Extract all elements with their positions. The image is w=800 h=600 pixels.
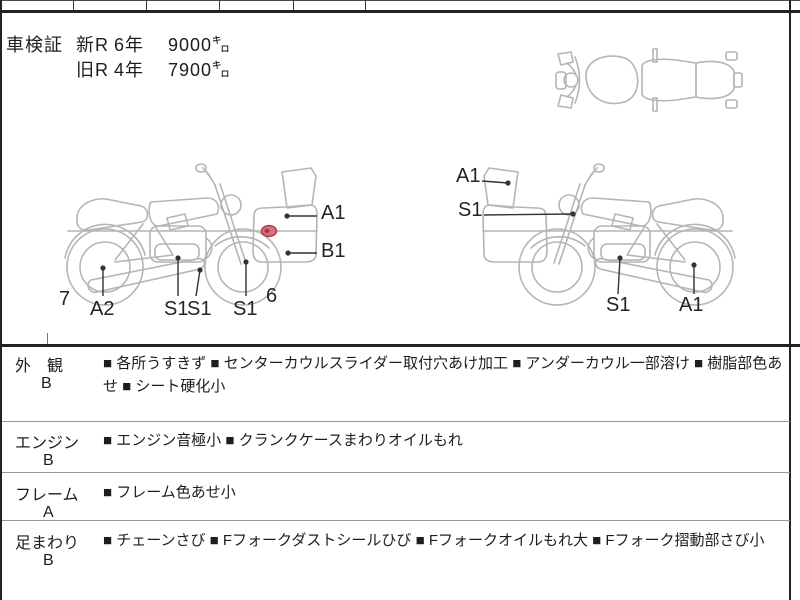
row-label-engine: エンジン (15, 435, 80, 452)
top-column-divider (293, 0, 294, 11)
cert-year-new: 6年 (114, 35, 145, 55)
red-damage-marker-icon (260, 224, 278, 238)
cert-year-old: 4年 (114, 60, 145, 80)
top-column-divider (73, 0, 74, 11)
diagram-left-a2-label: A2 (90, 298, 115, 320)
grade-undercarriage: B (43, 552, 54, 569)
diagram-left-a1-label: A1 (321, 202, 346, 224)
stray-column-tick (47, 333, 48, 345)
cert-era-new: 新R (76, 35, 109, 55)
top-column-divider (146, 0, 147, 11)
diagram-left-number-7: 7 (59, 288, 71, 310)
row-label-frame: フレーム (15, 487, 79, 504)
row-separator (2, 472, 790, 473)
grade-engine: B (43, 452, 54, 469)
diagram-left-s1-front-label: S1 (233, 298, 258, 320)
condition-table-top-line (0, 344, 800, 347)
diagram-left-b1-label: B1 (321, 240, 346, 262)
row-label-exterior: 外 観 (15, 358, 64, 375)
cert-mileage-old: 7900㌔ (168, 60, 232, 80)
row-label-undercarriage: 足まわり (15, 535, 80, 552)
sheet-left-border (0, 0, 2, 600)
diagram-left-number-6: 6 (266, 285, 278, 307)
notes-exterior-line1: ■ 各所うすきず ■ センターカウルスライダー取付穴あけ加工 ■ アンダーカウル… (103, 355, 783, 372)
diagram-left-s1-exhaust-label: S1 (187, 298, 212, 320)
sheet-right-border (789, 0, 791, 600)
notes-frame: ■ フレーム色あせ小 (103, 484, 236, 501)
row-separator (2, 520, 790, 521)
grade-frame: A (43, 504, 54, 521)
diagram-right-a1-muffler-label: A1 (679, 294, 704, 316)
top-column-divider (365, 0, 366, 11)
diagram-left-s1-engine-label: S1 (164, 298, 189, 320)
notes-engine: ■ エンジン音極小 ■ クランクケースまわりオイルもれ (103, 432, 463, 449)
motorcycle-top-view-icon (555, 48, 743, 112)
diagram-right-s1-fork-label: S1 (458, 199, 483, 221)
diagram-right-a1-top-label: A1 (456, 165, 481, 187)
notes-exterior-line2: せ ■ シート硬化小 (103, 378, 226, 395)
notes-undercarriage: ■ チェーンさび ■ Fフォークダストシールひび ■ Fフォークオイルもれ大 ■… (103, 532, 765, 549)
cert-mileage-new: 9000㌔ (168, 35, 232, 55)
top-edge-line (0, 0, 800, 1)
grade-exterior: B (41, 375, 52, 392)
diagram-right-s1-engine-label: S1 (606, 294, 631, 316)
cert-label: 車検証 (6, 35, 63, 55)
top-column-divider (219, 0, 220, 11)
leader-lines-right (481, 180, 697, 295)
header-divider-thick-line (0, 10, 800, 13)
motorcycle-side-view-mirrored-icon (481, 163, 736, 306)
motorcycle-side-view-icon (64, 163, 318, 306)
row-separator (2, 421, 790, 422)
leader-lines-left (100, 213, 317, 297)
cert-era-old: 旧R (76, 60, 109, 80)
